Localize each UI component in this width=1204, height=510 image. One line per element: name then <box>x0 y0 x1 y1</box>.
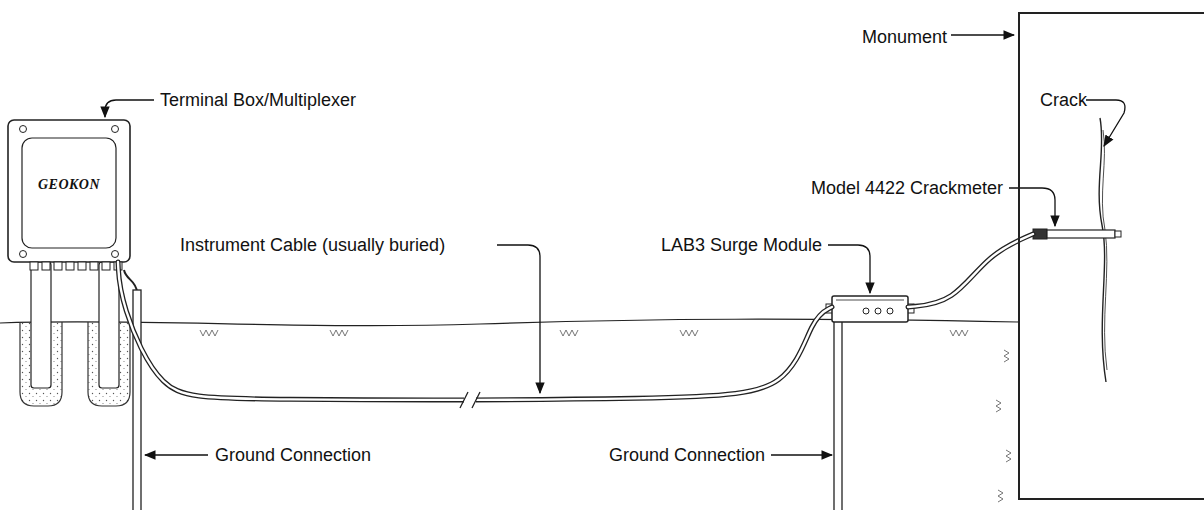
ground-hatch-mark <box>996 400 1001 412</box>
ground-hatch-mark <box>1006 450 1011 462</box>
terminal-screw <box>887 308 893 314</box>
terminal-box-door <box>22 138 116 248</box>
screw <box>112 251 119 258</box>
leader-line <box>951 34 1014 35</box>
cable-gland <box>30 262 38 270</box>
leader-line <box>145 454 208 455</box>
crack-line <box>1102 130 1107 370</box>
leader-line <box>771 454 832 455</box>
ground-hatch-mark <box>200 330 218 336</box>
crackmeter: Model 4422 Crackmeter <box>1033 227 1121 241</box>
cable-gland <box>78 262 86 270</box>
terminal-screw <box>863 308 869 314</box>
ground-hatch-mark <box>680 330 698 336</box>
monument: Monument <box>1018 12 1204 500</box>
callout-label: LAB3 Surge Module <box>661 236 822 254</box>
surge-module-lid <box>836 300 904 301</box>
ground-hatch-mark <box>998 490 1003 502</box>
callout-label: Ground Connection <box>609 446 765 464</box>
ground-hatch <box>200 330 1011 502</box>
cable-gland <box>54 262 62 270</box>
cable-core <box>118 262 832 400</box>
surge-module: LAB3 Surge Module <box>832 296 908 322</box>
leader-line <box>1086 100 1125 146</box>
leader-line <box>828 245 870 293</box>
mount-leg <box>31 262 51 388</box>
cable-glands <box>30 262 122 270</box>
break-mark <box>460 392 480 408</box>
cable-core <box>908 234 1033 307</box>
screw <box>20 126 27 133</box>
mount-leg <box>99 262 119 388</box>
surge-module-body <box>832 296 908 322</box>
callout-label: Crack <box>1040 91 1087 109</box>
ground-hatch-mark <box>950 330 968 336</box>
ground-rod <box>834 316 842 510</box>
leader-line <box>1009 188 1055 226</box>
leader-line <box>497 245 540 393</box>
ground-wire <box>124 270 137 292</box>
leader-line <box>105 100 154 117</box>
screw <box>20 251 27 258</box>
callout-label: Ground Connection <box>215 446 371 464</box>
cable-label: Instrument Cable (usually buried) <box>180 236 445 254</box>
cable-gland <box>66 262 74 270</box>
instrument-cable <box>908 234 1033 307</box>
callout-label: Monument <box>862 28 947 46</box>
ground-hatch-mark <box>1004 350 1009 362</box>
ground-hatch-mark <box>560 330 578 336</box>
instrument-cable <box>118 262 832 400</box>
callout-label: Model 4422 Crackmeter <box>811 179 1003 197</box>
cable-outline <box>908 234 1033 307</box>
logo-text: GEOKON <box>38 178 100 192</box>
cable-gland <box>42 262 50 270</box>
ground-rod <box>133 290 141 510</box>
screw <box>112 126 119 133</box>
terminal-box: Terminal Box/MultiplexerGEOKON <box>8 120 130 262</box>
terminal-screw <box>875 308 881 314</box>
crackmeter-anchor <box>1115 231 1121 237</box>
break-gap <box>464 392 476 408</box>
crackmeter-body <box>1047 230 1115 238</box>
cable-gland <box>102 262 110 270</box>
terminal-box-body <box>8 120 130 262</box>
callout-label: Terminal Box/Multiplexer <box>160 91 356 109</box>
ground-hatch-mark <box>330 330 348 336</box>
cable-gland <box>90 262 98 270</box>
crack-line <box>1099 118 1106 382</box>
cable-outline <box>118 262 832 400</box>
